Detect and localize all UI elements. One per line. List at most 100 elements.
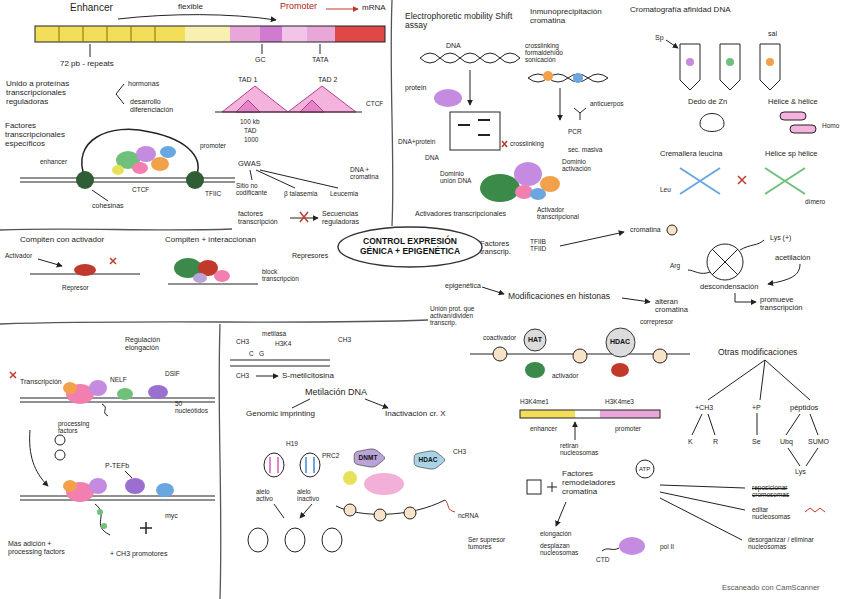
dna-loop — [20, 129, 338, 222]
section-divider — [0, 0, 428, 599]
note-label: 1000 — [244, 136, 258, 143]
note-label: 50 nucleótidos — [175, 400, 215, 414]
note-label: cromatina — [630, 226, 661, 234]
note-label: Enhancer — [70, 2, 113, 13]
note-label: Lys — [795, 468, 806, 476]
note-label: Dominio unión DNA — [440, 170, 478, 184]
note-label: promoter — [200, 142, 226, 149]
note-label: CH3 — [236, 338, 249, 345]
elongation-figures — [10, 372, 215, 535]
gene-bar — [35, 9, 385, 104]
note-label: Modificaciones en histonas — [508, 292, 610, 301]
note-label: G — [259, 350, 264, 357]
note-label: +CH3 — [695, 404, 713, 412]
note-label: Lys (+) — [770, 234, 791, 242]
note-label: Escaneado con CamScanner — [722, 584, 820, 592]
note-label: Compiten + interaccionan — [165, 236, 256, 245]
note-label: CTD — [596, 556, 609, 563]
note-label: Electrophoretic mobility Shift assay — [405, 12, 523, 31]
repressor-figures — [30, 258, 258, 284]
note-label: hormonas — [128, 80, 159, 88]
note-label: TAD 1 — [238, 76, 257, 84]
note-label: Promoter — [280, 2, 317, 12]
note-label: CH3 — [453, 448, 466, 455]
emsa-chip — [420, 53, 608, 150]
note-label: Represores — [292, 252, 328, 260]
note-label: R — [713, 438, 718, 446]
note-label: SUMO — [808, 438, 829, 446]
note-label: anticuerpos — [590, 100, 624, 107]
note-label: Sp — [655, 34, 664, 42]
note-label: Ubq — [780, 438, 793, 446]
note-label: Sitio no codificante — [236, 182, 272, 196]
protein-blob: DNMT — [352, 448, 385, 468]
note-label: Transcripción — [20, 378, 62, 386]
enzyme-circle: HDAC — [605, 327, 636, 358]
note-label: GC — [255, 56, 266, 64]
note-label: Más adición + processing factors — [8, 540, 83, 555]
note-label: Arg — [670, 262, 680, 269]
note-label: TFIIB TFIID — [530, 238, 554, 252]
note-label: S-metilcitosina — [282, 372, 334, 381]
topic-oval: CONTROL EXPRESIÓN GÉNICA + EPIGENÉTICA — [337, 226, 483, 268]
note-label: acetilación — [775, 254, 810, 262]
note-label: Unión prot. que activan/dividen transcri… — [430, 305, 500, 326]
note-label: alelo inactivo — [297, 488, 327, 502]
node-text: DNMT — [359, 454, 378, 461]
note-label: desarrollo diferenciación — [130, 98, 185, 113]
note-label: CH3 — [338, 336, 351, 343]
nucleosome-acetylation — [470, 225, 800, 378]
note-label: Dedo de Zn — [688, 98, 727, 106]
note-label: enhancer — [40, 158, 67, 165]
note-label: Leucemia — [330, 190, 358, 197]
note-label: TFIIC — [205, 190, 221, 197]
note-label: Activadores transcripcionales — [415, 210, 506, 218]
note-label: cohesinas — [92, 202, 124, 210]
note-label: DNA+protein — [398, 138, 435, 145]
note-label: sec. masiva — [568, 146, 602, 153]
note-label: protein — [405, 84, 426, 92]
note-label: alelo activo — [256, 488, 281, 502]
note-label: editar nucleosomas — [752, 506, 797, 520]
note-label: Inactivación cr. X — [385, 410, 445, 419]
note-label: descondensación — [700, 283, 758, 291]
note-label: Factores remodeladores cromatina — [562, 470, 632, 496]
note-label: DNA — [425, 154, 439, 161]
note-label: 100 kb — [240, 118, 260, 125]
affinity-columns — [666, 40, 780, 90]
note-label: Secuencias reguladoras — [322, 210, 378, 225]
note-label: alteran cromatina — [655, 298, 700, 315]
note-label: promoter — [615, 425, 641, 432]
note-label: enhancer — [530, 425, 557, 432]
note-label: processing factors — [58, 420, 98, 434]
node-text: HDAC — [610, 338, 630, 346]
note-label: Regulación elongación — [125, 336, 170, 351]
note-label: correpresor — [640, 318, 673, 325]
note-label: DNA — [446, 42, 461, 50]
note-label: epigenética — [445, 282, 481, 290]
note-label: dímero — [805, 198, 825, 205]
note-label: TAD 2 — [318, 76, 337, 84]
note-label: crosslinking — [510, 140, 544, 147]
note-label: crosslinking formaldehído sonicación — [525, 42, 580, 63]
note-label: reposicionar cromosomas — [752, 484, 814, 498]
note-label: desplazan nucleosomas — [540, 542, 590, 556]
note-label: Unido a proteínas transcripcionales regu… — [6, 80, 80, 106]
note-label: CTCF — [132, 186, 149, 193]
note-label: Factores transcrip. — [480, 240, 525, 257]
note-label: C — [249, 350, 254, 357]
enzyme-circle: HAT — [523, 328, 547, 352]
note-label: péptidos — [790, 404, 818, 412]
note-label: Factores transcripcionales específicos — [5, 122, 75, 148]
note-label: 72 pb - repeats — [60, 60, 114, 69]
note-label: Dominio activación — [562, 158, 607, 172]
note-label: TATA — [312, 56, 328, 64]
protein-blob: HDAC — [412, 450, 445, 470]
note-label: PCR — [568, 128, 582, 135]
note-label: Ser supresor tumores — [468, 536, 510, 550]
note-label: Cremallera leucina — [660, 150, 723, 158]
note-label: GWAS — [238, 160, 261, 168]
remodeling-figures — [520, 360, 825, 555]
note-label: DSIF — [165, 370, 180, 377]
